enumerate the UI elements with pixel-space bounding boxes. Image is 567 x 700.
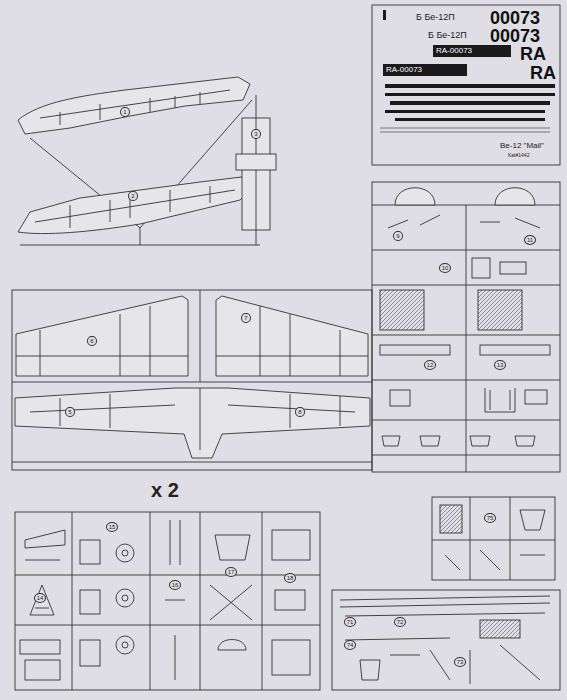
wing-sprue <box>12 290 372 470</box>
parts-sprue <box>372 182 560 472</box>
decal-text: Б Бе-12П <box>416 13 455 22</box>
decal-text: Kat#1442 <box>508 153 529 158</box>
fuselage-sprue <box>18 77 276 245</box>
callout-number: 75 <box>484 513 497 523</box>
callout-number: 3 <box>251 129 260 139</box>
detail-sprue <box>432 497 555 580</box>
decal-text: Б Бе-12П <box>428 31 467 40</box>
decal-sheet <box>372 5 560 165</box>
decal-text: 00073 <box>490 9 540 27</box>
callout-number: 13 <box>494 360 507 370</box>
quantity-note: x 2 <box>151 480 179 500</box>
callout-number: 12 <box>424 360 437 370</box>
decal-text: Be-12 "Mail" <box>500 142 544 150</box>
callout-number: 14 <box>34 593 47 603</box>
callout-number: 5 <box>65 407 74 417</box>
callout-number: 10 <box>439 263 452 273</box>
callout-number: 73 <box>454 657 467 667</box>
callout-number: 7 <box>241 313 250 323</box>
callout-number: 11 <box>524 235 536 245</box>
decal-stripes <box>383 10 555 121</box>
decal-text: 00073 <box>490 27 540 45</box>
decal-text: RA <box>530 64 556 82</box>
small-parts-sprue <box>15 512 320 690</box>
callout-number: 15 <box>106 522 119 532</box>
clear-sprue <box>332 590 560 690</box>
callout-number: 72 <box>394 617 407 627</box>
decal-text: RA-00073 <box>436 47 472 55</box>
callout-number: 9 <box>393 231 402 241</box>
callout-number: 2 <box>128 191 137 201</box>
callout-number: 1 <box>120 107 129 117</box>
decal-text: RA-00073 <box>386 66 422 74</box>
callout-number: 71 <box>344 617 357 627</box>
callout-number: 6 <box>87 336 96 346</box>
callout-number: 8 <box>295 407 304 417</box>
callout-number: 16 <box>169 580 182 590</box>
decal-sheet: Б Бе-12П00073Б Бе-12П00073RA-00073RARA-0… <box>372 5 560 165</box>
callout-number: 18 <box>284 573 297 583</box>
callout-number: 17 <box>225 567 238 577</box>
decal-text: RA <box>520 45 546 63</box>
callout-number: 74 <box>344 640 357 650</box>
